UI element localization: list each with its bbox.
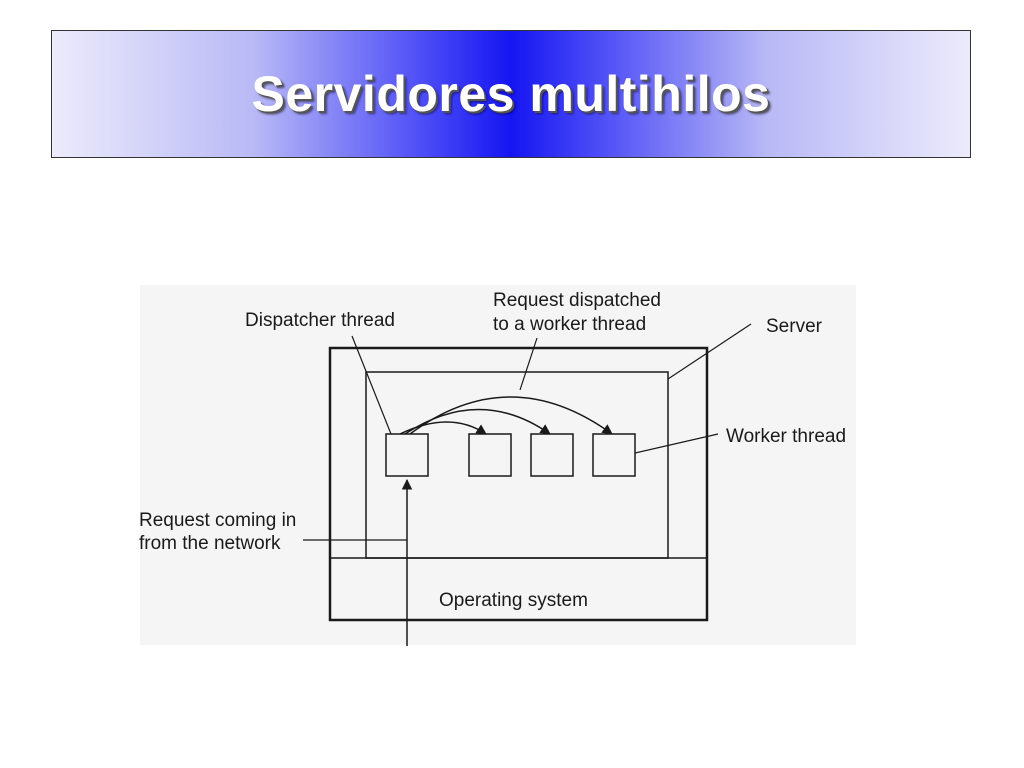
dispatcher-thread-box	[385, 433, 429, 477]
label-operating-system: Operating system	[439, 590, 588, 611]
dispatch-arrow	[409, 396, 613, 435]
worker-thread-box	[592, 433, 636, 477]
request-dispatched-leader-line	[519, 337, 538, 391]
label-request-dispatched-1: Request dispatched	[493, 290, 661, 311]
title-banner: Servidores multihilos	[51, 30, 971, 158]
worker-leader-line	[634, 433, 719, 454]
figure-background	[140, 285, 856, 645]
dispatcher-leader-line	[351, 335, 392, 435]
server-process-box	[365, 371, 669, 559]
dispatch-arrow	[399, 421, 487, 435]
label-request-incoming-1: Request coming in	[139, 510, 296, 531]
worker-thread-box	[530, 433, 574, 477]
dispatch-arrow	[404, 408, 551, 435]
machine-box	[328, 346, 709, 622]
worker-thread-box	[468, 433, 512, 477]
label-request-incoming-2: from the network	[139, 533, 281, 554]
slide-title: Servidores multihilos	[251, 66, 771, 122]
server-leader-line	[667, 323, 752, 380]
label-worker-thread: Worker thread	[726, 426, 846, 447]
label-dispatcher-thread: Dispatcher thread	[245, 310, 395, 331]
label-request-dispatched-2: to a worker thread	[493, 314, 646, 335]
label-server: Server	[766, 316, 823, 337]
